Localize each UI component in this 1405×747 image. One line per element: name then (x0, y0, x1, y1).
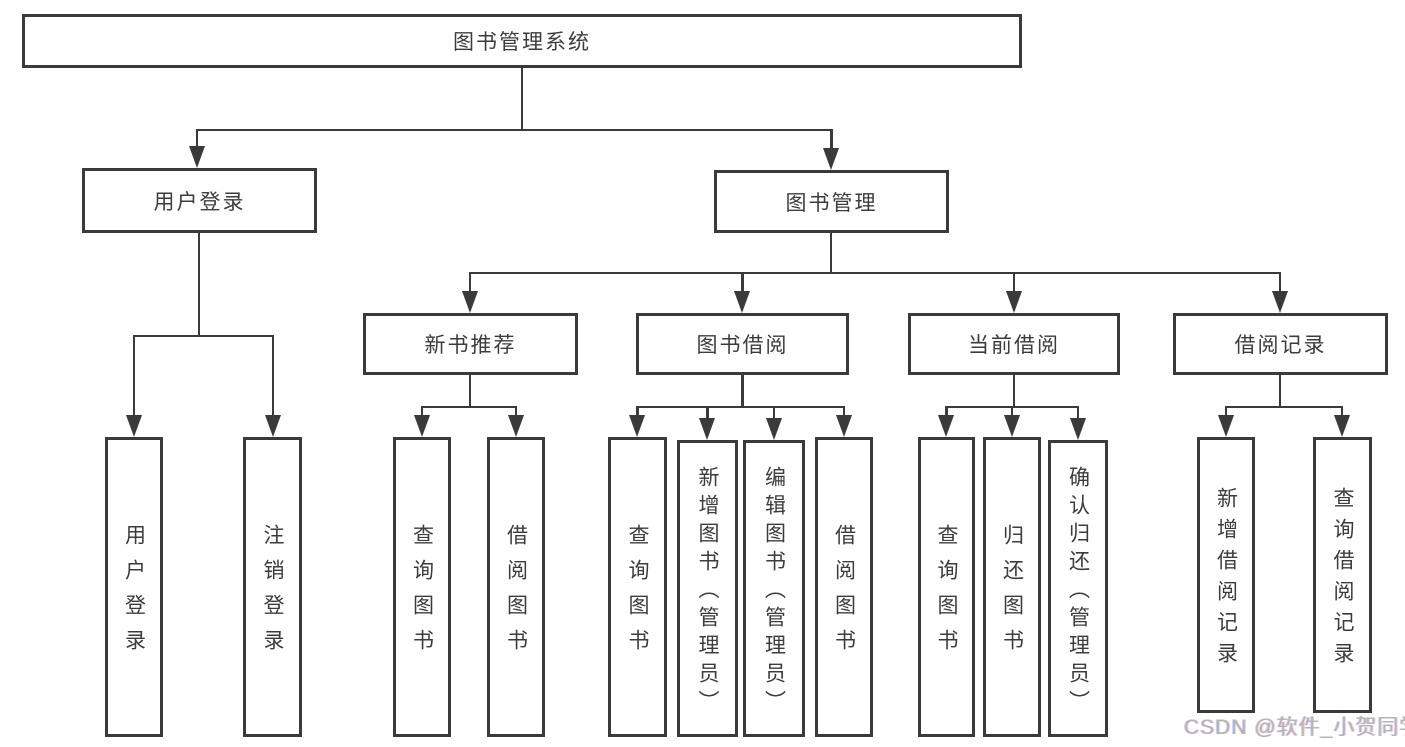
node-book-management: 图书管理 (714, 170, 949, 233)
arrow-down-icon (823, 148, 839, 170)
arrow-down-icon (125, 415, 142, 437)
connector-line (636, 405, 639, 418)
leaf-borrow-books-borrowing: 借阅图书 (815, 437, 873, 737)
leaf-query-books-borrowing: 查询图书 (608, 437, 667, 737)
arrow-down-icon (765, 418, 782, 440)
leaf-query-books-current: 查询图书 (918, 437, 975, 737)
leaf-query-borrow-record: 查询借阅记录 (1313, 437, 1372, 713)
node-label: 图书借阅 (696, 334, 789, 357)
leaf-logout: 注销登录 (243, 437, 302, 737)
arrow-down-icon (938, 415, 954, 437)
connector-line (741, 271, 744, 293)
node-user-login: 用户登录 (82, 168, 317, 233)
leaf-add-books-admin: 新增图书（管理员） (677, 440, 738, 737)
node-label: 图书管理系统 (453, 31, 591, 54)
arrow-down-icon (629, 415, 645, 437)
connector-line (636, 405, 846, 409)
leaf-borrow-books-recommend: 借阅图书 (487, 437, 545, 737)
connector-line (520, 68, 524, 131)
connector-line (197, 233, 201, 336)
arrow-down-icon (1069, 418, 1086, 440)
connector-line (420, 405, 424, 418)
arrow-down-icon (188, 146, 205, 168)
arrow-down-icon (413, 415, 430, 437)
connector-line (1076, 405, 1080, 420)
connector-line (468, 271, 1282, 274)
connector-line (1012, 271, 1016, 293)
arrow-down-icon (734, 291, 750, 313)
node-label: 借阅图书 (832, 524, 856, 664)
node-label: 借阅图书 (504, 524, 528, 664)
node-label: 查询借阅记录 (1331, 487, 1354, 673)
leaf-query-books-recommend: 查询图书 (393, 437, 451, 737)
node-label: 查询图书 (626, 524, 649, 664)
arrow-down-icon (1005, 291, 1022, 313)
node-label: 注销登录 (261, 524, 284, 664)
arrow-down-icon (1271, 291, 1288, 313)
leaf-edit-books-admin: 编辑图书（管理员） (743, 440, 805, 737)
leaf-confirm-return-admin: 确认归还（管理员） (1048, 440, 1108, 737)
connector-line (1278, 375, 1282, 408)
connector-line (1012, 375, 1016, 407)
arrow-down-icon (1217, 415, 1234, 437)
connector-line (772, 405, 776, 420)
csdn-watermark: CSDN @软件_小贺同学 (1184, 716, 1405, 739)
connector-line (271, 334, 275, 417)
node-current-borrowing: 当前借阅 (908, 313, 1120, 375)
connector-line (842, 405, 846, 418)
node-label: 图书管理 (785, 191, 878, 215)
node-library-management-system: 图书管理系统 (22, 14, 1022, 68)
connector-line (830, 128, 833, 150)
node-label: 新书推荐 (424, 334, 517, 357)
node-label: 借阅记录 (1234, 334, 1327, 357)
node-label: 当前借阅 (968, 334, 1060, 357)
connector-line (1224, 405, 1228, 418)
node-label: 确认归还（管理员） (1066, 465, 1090, 718)
node-label: 查询图书 (410, 524, 434, 664)
node-label: 新增借阅记录 (1214, 487, 1238, 673)
connector-line (132, 334, 275, 338)
node-label: 编辑图书（管理员） (762, 465, 786, 718)
node-label: 归还图书 (1000, 524, 1024, 664)
connector-line (1340, 405, 1344, 418)
connector-line (829, 233, 833, 273)
node-label: 用户登录 (122, 524, 146, 664)
arrow-down-icon (835, 415, 852, 437)
node-label: 新增图书（管理员） (696, 465, 719, 718)
arrow-down-icon (507, 415, 524, 437)
connector-line (195, 128, 833, 131)
connector-line (420, 405, 518, 409)
connector-line (195, 128, 199, 148)
connector-line (706, 405, 709, 420)
arrow-down-icon (1003, 415, 1020, 437)
connector-line (741, 375, 744, 407)
connector-line (514, 405, 518, 418)
connector-line (945, 405, 948, 418)
node-new-book-recommendation: 新书推荐 (363, 313, 578, 375)
connector-line (1278, 271, 1282, 293)
connector-line (468, 375, 472, 408)
arrow-down-icon (699, 418, 715, 440)
connector-line (132, 334, 136, 417)
arrow-down-icon (1333, 415, 1350, 437)
leaf-return-books: 归还图书 (983, 437, 1041, 737)
node-label: 用户登录 (153, 190, 246, 214)
node-borrowing-records: 借阅记录 (1173, 313, 1388, 375)
arrow-down-icon (264, 415, 281, 437)
connector-line (468, 271, 472, 293)
leaf-add-borrow-record: 新增借阅记录 (1197, 437, 1255, 713)
node-book-borrowing: 图书借阅 (636, 313, 849, 375)
connector-line (1224, 405, 1344, 409)
node-label: 查询图书 (935, 524, 958, 664)
connector-line (1010, 405, 1014, 418)
arrow-down-icon (461, 291, 478, 313)
leaf-user-login: 用户登录 (105, 437, 163, 737)
